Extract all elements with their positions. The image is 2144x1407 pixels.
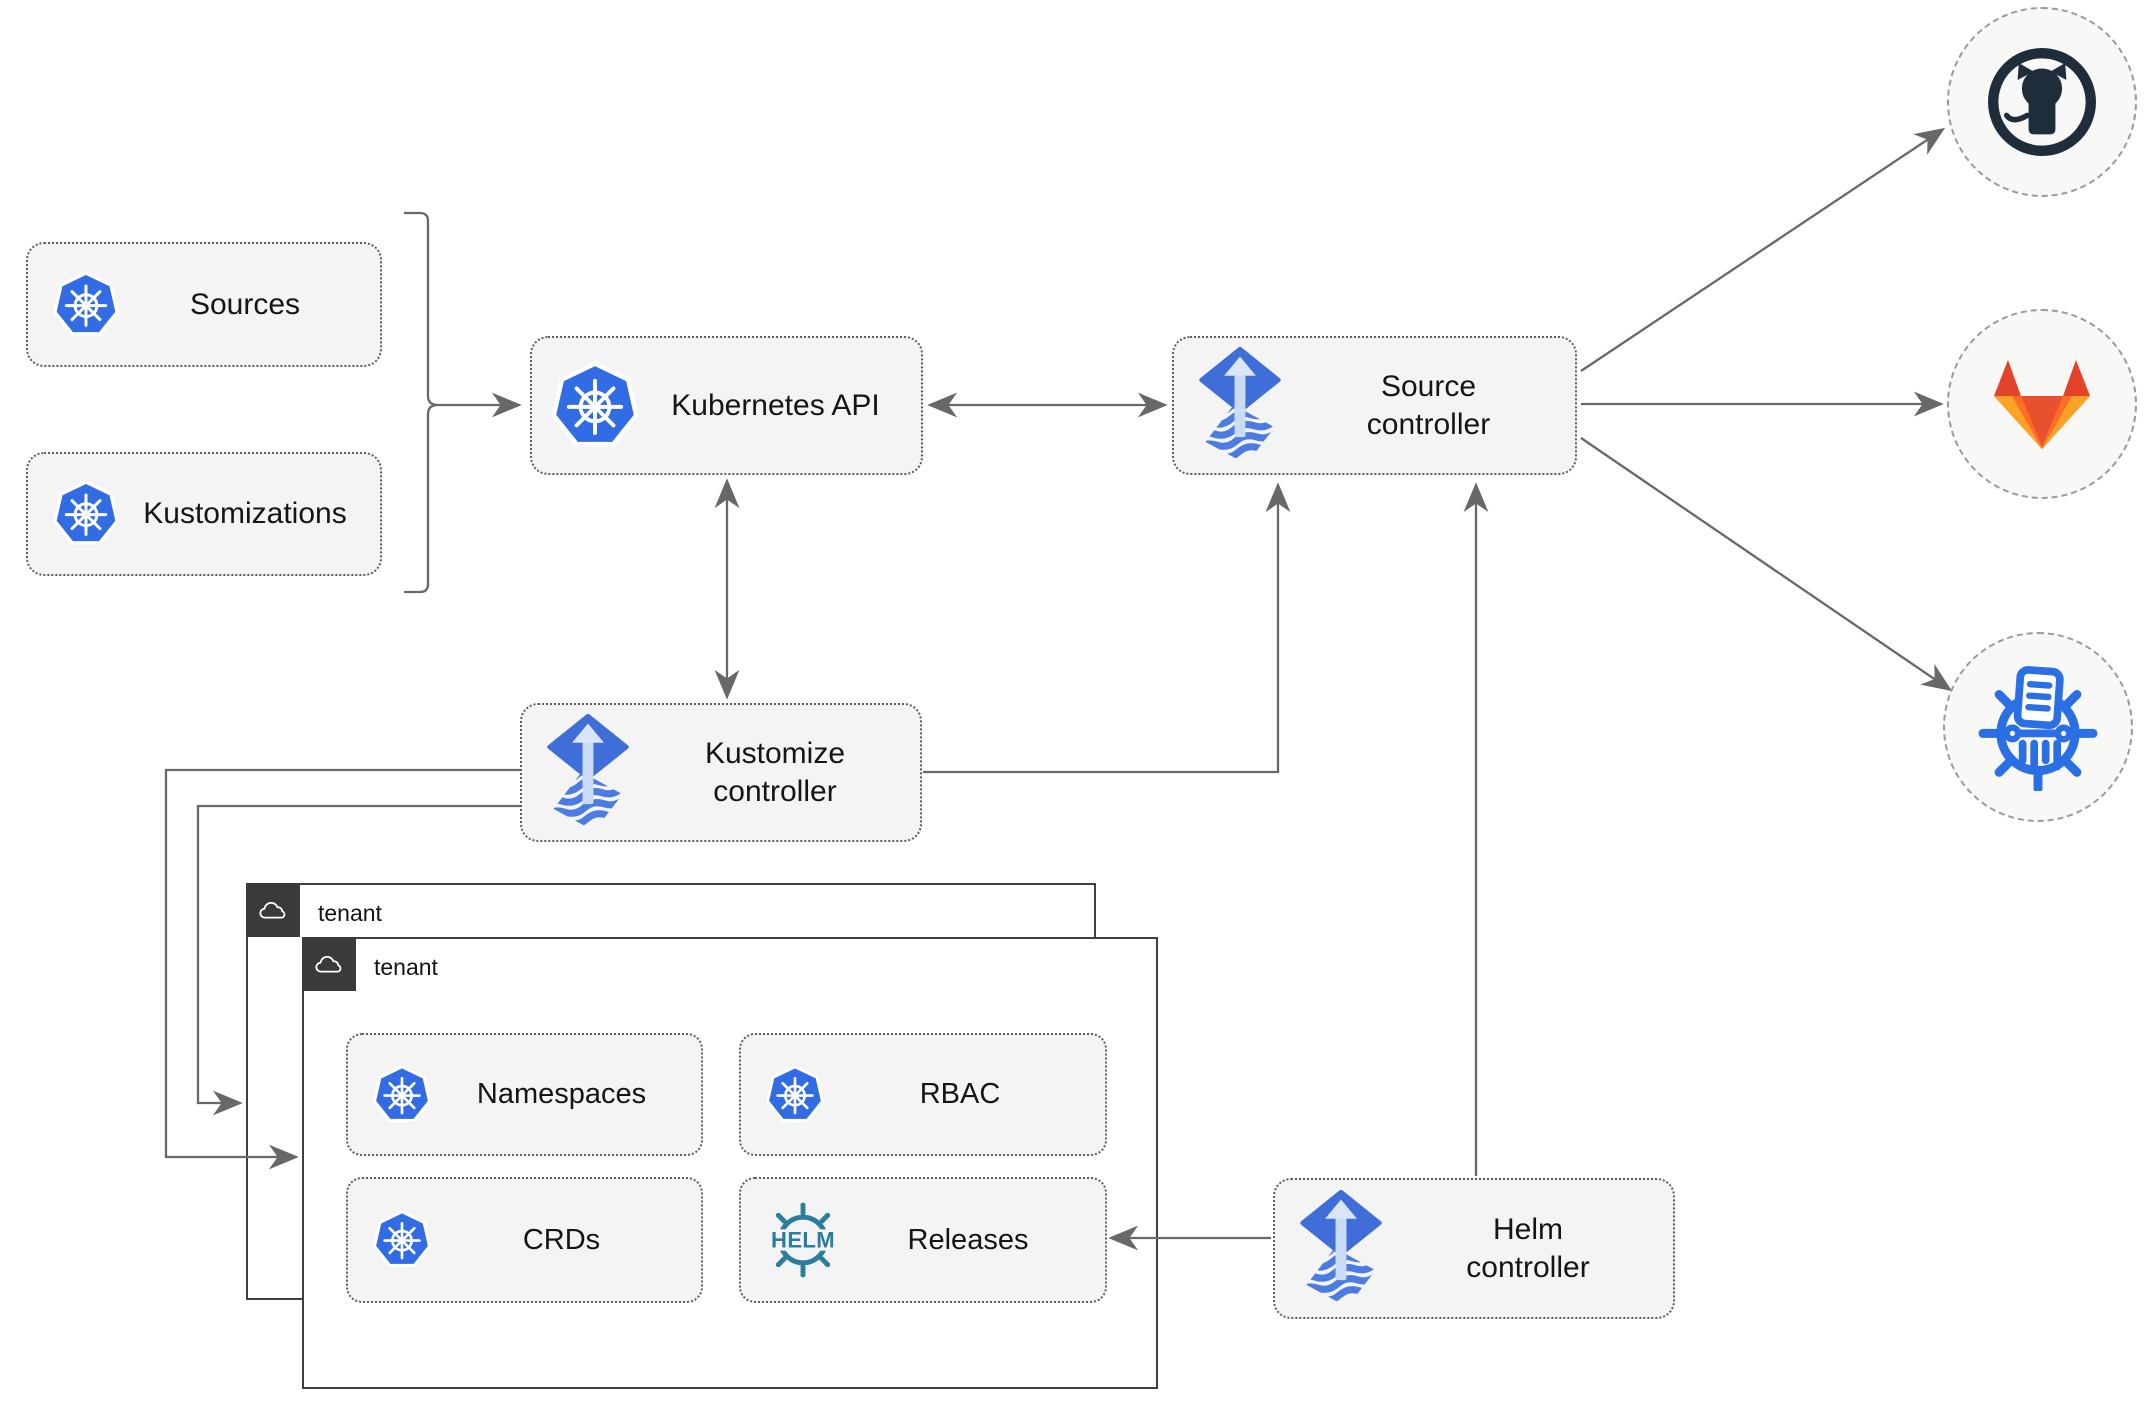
kubernetes-icon <box>373 1210 431 1267</box>
edge-source-controller-to-registry <box>1580 437 1953 692</box>
resource-rbac: RBAC <box>739 1033 1107 1156</box>
tenant-badge <box>302 937 356 991</box>
node-label: Sources <box>189 287 301 321</box>
flux-icon <box>1198 347 1282 465</box>
tenant-box-inner: tenant Namespaces RBAC CRDs HELM Release… <box>302 937 1158 1389</box>
kubernetes-icon <box>53 270 119 335</box>
node-kustomizations: Kustomizations <box>26 452 382 576</box>
kubernetes-icon <box>373 1064 431 1122</box>
external-github <box>1947 7 2137 197</box>
node-sources: Sources <box>26 242 382 367</box>
cloud-icon <box>315 955 342 973</box>
tenant-label: tenant <box>374 954 438 980</box>
tenant-label: tenant <box>318 900 382 926</box>
flux-icon <box>1299 1190 1383 1308</box>
resource-namespaces: Namespaces <box>346 1033 703 1156</box>
kubernetes-icon <box>550 361 640 451</box>
node-kustomize-controller: Kustomize controller <box>520 703 922 842</box>
registry-wheel-icon <box>1974 663 2102 791</box>
resource-label: CRDs <box>522 1223 601 1256</box>
node-label: Kustomize controller <box>704 737 846 808</box>
node-label: Helm controller <box>1466 1213 1590 1284</box>
node-label: Kubernetes API <box>671 388 880 422</box>
kubernetes-icon <box>766 1064 824 1122</box>
external-gitlab <box>1947 309 2137 499</box>
edge-kustomize-controller-to-source-controller <box>923 482 1291 774</box>
node-helm-controller: Helm controller <box>1273 1178 1675 1319</box>
node-label: Source controller <box>1366 370 1491 441</box>
helm-icon: HELM <box>765 1202 841 1278</box>
node-kubernetes-api: Kubernetes API <box>530 336 923 475</box>
edge-group-bracket <box>404 211 439 594</box>
node-source-controller: Source controller <box>1172 336 1577 475</box>
resource-label: Releases <box>907 1223 1029 1256</box>
flux-icon <box>546 714 630 832</box>
resource-label: RBAC <box>919 1078 1001 1111</box>
gitlab-icon <box>1994 360 2090 449</box>
tenant-badge <box>246 883 300 937</box>
edge-source-controller-to-github <box>1580 127 1946 372</box>
resource-releases: HELM Releases <box>739 1177 1107 1303</box>
external-container-registry <box>1943 632 2133 822</box>
helm-wordmark: HELM <box>771 1228 835 1253</box>
resource-label: Namespaces <box>476 1078 647 1111</box>
kubernetes-icon <box>53 480 119 545</box>
resource-crds: CRDs <box>346 1177 703 1303</box>
node-label: Kustomizations <box>143 497 347 531</box>
github-icon <box>1981 41 2103 163</box>
cloud-icon <box>259 901 286 919</box>
